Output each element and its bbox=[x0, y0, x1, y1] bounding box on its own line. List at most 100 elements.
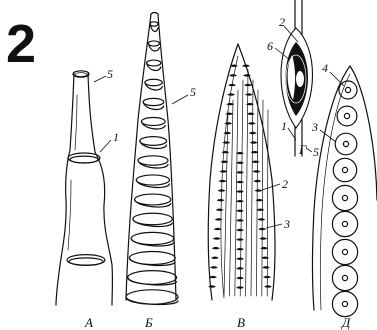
spiral-turn bbox=[147, 60, 161, 66]
slit-pit bbox=[253, 170, 261, 173]
callout-v-2: 2 bbox=[282, 177, 288, 191]
bordered-pit bbox=[333, 158, 356, 181]
callout-g-2: 2 bbox=[279, 15, 285, 29]
bordered-pit bbox=[332, 211, 357, 236]
panel-label-g: Г bbox=[298, 142, 307, 157]
pit-aperture bbox=[342, 167, 347, 172]
slit-pit bbox=[258, 228, 266, 231]
slit-pit bbox=[245, 93, 253, 96]
spiral-turn bbox=[141, 118, 165, 126]
slit-pit bbox=[212, 247, 220, 250]
slit-pit bbox=[252, 161, 260, 164]
slit-pit bbox=[236, 200, 244, 203]
bordered-pit bbox=[332, 239, 357, 264]
callout-d-4: 4 bbox=[322, 61, 328, 75]
fiber-line bbox=[256, 90, 258, 296]
slit-pit bbox=[236, 277, 244, 280]
slit-pit bbox=[262, 266, 270, 269]
slit-pit bbox=[250, 141, 258, 144]
slit-pit bbox=[256, 209, 264, 212]
panel-label-d: Д bbox=[340, 315, 351, 330]
pit-aperture bbox=[344, 113, 349, 118]
callout-d-3: 3 bbox=[311, 120, 318, 134]
slit-pit bbox=[208, 285, 216, 288]
callout-b-5: 5 bbox=[190, 85, 196, 99]
spiral-link bbox=[147, 63, 161, 70]
slit-pit bbox=[236, 190, 244, 193]
bordered-pit bbox=[332, 291, 357, 316]
slit-pit bbox=[223, 132, 231, 135]
callout-a-1: 1 bbox=[113, 130, 119, 144]
pit-aperture bbox=[343, 141, 348, 146]
bordered-pit bbox=[332, 185, 357, 210]
slit-pit bbox=[236, 229, 244, 232]
spiral-turn bbox=[135, 194, 171, 205]
spiral-turn bbox=[145, 79, 162, 86]
pit-aperture bbox=[342, 249, 347, 254]
slit-pit bbox=[253, 180, 261, 183]
slit-pit bbox=[222, 141, 230, 144]
panel-labels: А Б В Г Д bbox=[84, 142, 351, 330]
slit-pit bbox=[236, 267, 244, 270]
spiral-turn bbox=[148, 41, 159, 46]
pit-aperture bbox=[345, 87, 350, 92]
slit-pit bbox=[236, 258, 244, 261]
slit-pit bbox=[236, 171, 244, 174]
slit-pit bbox=[249, 132, 257, 135]
pit-aperture bbox=[342, 301, 347, 306]
panel-a-annular-vessel bbox=[56, 71, 112, 305]
fiber-line bbox=[240, 80, 243, 296]
panel-label-b: Б bbox=[144, 315, 153, 330]
panel-label-v: В bbox=[237, 315, 245, 330]
slit-pit bbox=[254, 189, 262, 192]
spiral-turn bbox=[143, 98, 164, 105]
pit-aperture bbox=[342, 195, 347, 200]
callout-g-6: 6 bbox=[267, 39, 273, 53]
slit-pit bbox=[263, 276, 271, 279]
slit-pit bbox=[227, 93, 235, 96]
spiral-link bbox=[126, 297, 178, 304]
slit-pit bbox=[236, 238, 244, 241]
bordered-pit bbox=[337, 106, 357, 126]
slit-pit bbox=[257, 218, 265, 221]
bordered-pit bbox=[332, 265, 357, 290]
slit-pit bbox=[229, 74, 237, 77]
pit-aperture bbox=[342, 221, 347, 226]
slit-pit bbox=[224, 122, 232, 125]
slit-pit bbox=[216, 209, 224, 212]
fiber-line bbox=[262, 100, 263, 296]
slit-pit bbox=[215, 218, 223, 221]
slit-pit bbox=[219, 180, 227, 183]
spiral-link bbox=[148, 44, 159, 51]
fiber-line bbox=[235, 90, 238, 296]
slit-pit bbox=[260, 247, 268, 250]
slit-pit bbox=[214, 228, 222, 231]
slit-pit bbox=[221, 151, 229, 154]
panel-d-pitted-tracheid bbox=[313, 66, 377, 317]
slit-pit bbox=[219, 170, 227, 173]
slit-pit bbox=[236, 210, 244, 213]
slit-pit bbox=[213, 237, 221, 240]
panel-label-a: А bbox=[84, 315, 93, 330]
slit-pit bbox=[236, 219, 244, 222]
slit-pit bbox=[247, 113, 255, 116]
slit-pit bbox=[236, 286, 244, 289]
slit-pit bbox=[236, 181, 244, 184]
bordered-pit bbox=[335, 133, 357, 155]
spiral-turn bbox=[136, 175, 169, 185]
slit-pit bbox=[217, 199, 225, 202]
slit-pit bbox=[228, 84, 236, 87]
callout-g-5: 5 bbox=[313, 145, 319, 159]
slit-pit bbox=[264, 285, 272, 288]
slit-pit bbox=[211, 257, 219, 260]
callout-v-3: 3 bbox=[283, 217, 290, 231]
slit-pit bbox=[242, 65, 250, 68]
fiber-line bbox=[251, 80, 253, 296]
figure-number: 2 bbox=[6, 14, 36, 74]
spiral-turn bbox=[150, 22, 158, 26]
panel-v-scalariform-vessel bbox=[208, 44, 275, 300]
spiral-turn bbox=[138, 156, 168, 165]
slit-pit bbox=[259, 237, 267, 240]
callout-g-1: 1 bbox=[281, 119, 287, 133]
